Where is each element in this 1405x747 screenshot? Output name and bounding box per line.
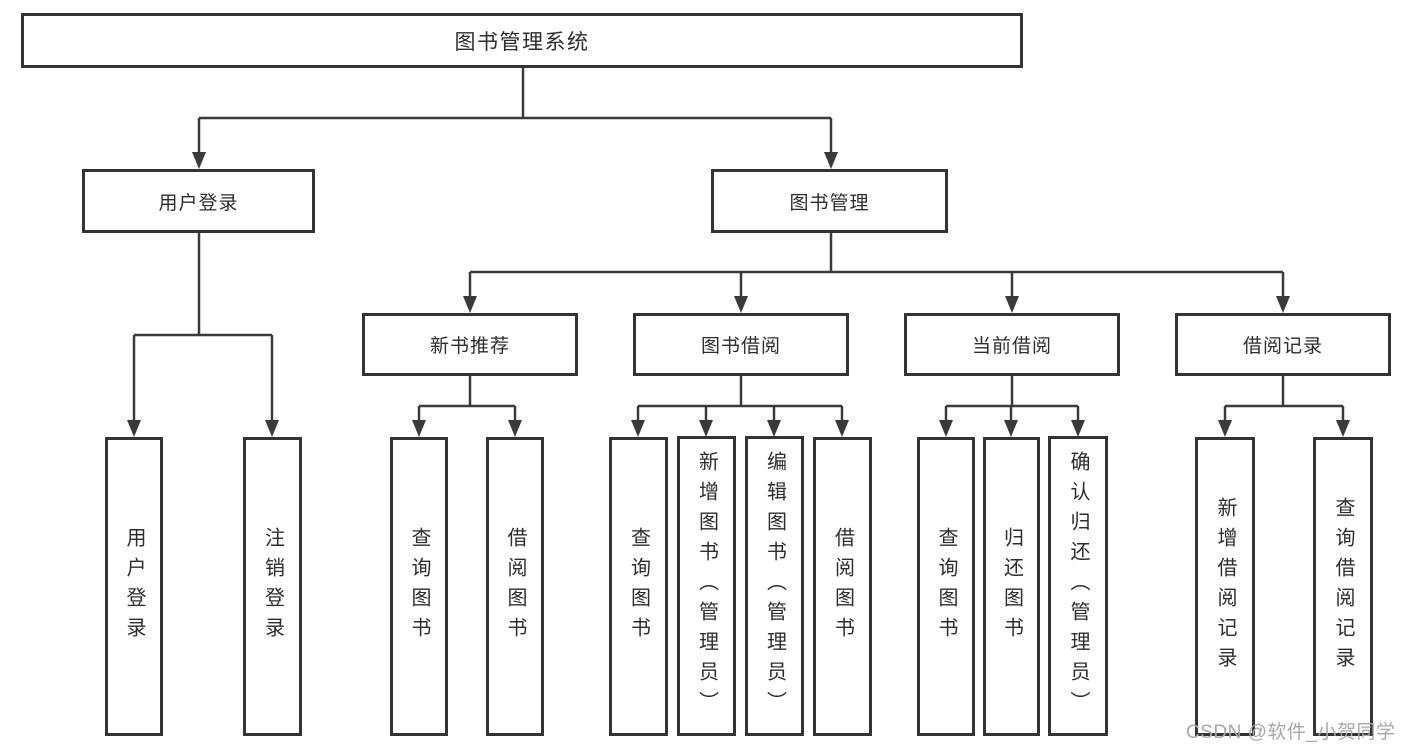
node-leaf-cb-query-books: 查询图书 bbox=[917, 437, 975, 736]
connector-root-to-level2 bbox=[197, 67, 833, 153]
node-user-login: 用户登录 bbox=[82, 169, 315, 233]
node-leaf-bb-query-books-label: 查询图书 bbox=[627, 526, 650, 647]
connector-current-borrow-children bbox=[944, 376, 1080, 422]
node-user-login-label: 用户登录 bbox=[158, 192, 239, 214]
connector-book-mgmt-to-level3 bbox=[468, 233, 1285, 298]
arrowheads-level2 bbox=[192, 152, 838, 169]
node-leaf-bb-edit-books-admin: 编辑图书（管理员） bbox=[745, 436, 804, 736]
node-system-root-label: 图书管理系统 bbox=[454, 30, 590, 54]
node-leaf-br-query-record-label: 查询借阅记录 bbox=[1332, 496, 1354, 677]
node-leaf-nbr-borrow-books-label: 借阅图书 bbox=[504, 526, 526, 647]
node-leaf-br-add-record: 新增借阅记录 bbox=[1195, 437, 1255, 736]
node-leaf-bb-borrow-books: 借阅图书 bbox=[813, 437, 872, 736]
node-new-book-recommend: 新书推荐 bbox=[362, 313, 578, 376]
node-leaf-cb-query-books-label: 查询图书 bbox=[935, 526, 957, 647]
node-leaf-cb-return-books-label: 归还图书 bbox=[1000, 526, 1023, 647]
node-leaf-br-add-record-label: 新增借阅记录 bbox=[1214, 496, 1236, 677]
node-leaf-bb-add-books-admin: 新增图书（管理员） bbox=[677, 436, 736, 736]
node-leaf-bb-add-books-admin-label: 新增图书（管理员） bbox=[695, 451, 718, 721]
node-leaf-cb-return-books: 归还图书 bbox=[983, 437, 1040, 736]
connector-new-book-rec-children bbox=[417, 376, 517, 422]
csdn-watermark: CSDN @软件_小贺同学 bbox=[1186, 722, 1396, 743]
node-current-borrowing-label: 当前借阅 bbox=[971, 336, 1052, 357]
node-leaf-user-login-label: 用户登录 bbox=[123, 526, 145, 647]
node-leaf-cb-confirm-return-admin: 确认归还（管理员） bbox=[1048, 436, 1108, 736]
node-leaf-cb-confirm-return-admin-label: 确认归还（管理员） bbox=[1067, 451, 1089, 721]
connector-book-borrow-children bbox=[636, 376, 844, 422]
node-leaf-nbr-query-books: 查询图书 bbox=[390, 437, 448, 736]
node-book-management-label: 图书管理 bbox=[789, 192, 870, 214]
arrowheads-user-login-children bbox=[127, 420, 279, 437]
node-system-root: 图书管理系统 bbox=[21, 13, 1023, 68]
arrowheads-level3 bbox=[463, 296, 1290, 313]
connector-borrow-records-children bbox=[1223, 376, 1345, 422]
node-new-book-recommend-label: 新书推荐 bbox=[429, 336, 510, 357]
node-leaf-bb-borrow-books-label: 借阅图书 bbox=[831, 526, 854, 647]
node-book-borrowing-label: 图书借阅 bbox=[700, 336, 781, 357]
arrowheads-level4 bbox=[412, 420, 1350, 437]
node-leaf-user-login: 用户登录 bbox=[105, 437, 163, 736]
connector-user-login-children bbox=[132, 233, 274, 422]
node-borrowing-records: 借阅记录 bbox=[1175, 313, 1391, 376]
node-book-borrowing: 图书借阅 bbox=[633, 313, 849, 376]
node-leaf-bb-query-books: 查询图书 bbox=[609, 437, 668, 736]
node-leaf-br-query-record: 查询借阅记录 bbox=[1313, 437, 1373, 736]
node-leaf-nbr-borrow-books: 借阅图书 bbox=[486, 437, 544, 736]
node-book-management: 图书管理 bbox=[711, 169, 948, 233]
node-leaf-logout-label: 注销登录 bbox=[261, 526, 284, 647]
node-borrowing-records-label: 借阅记录 bbox=[1242, 336, 1323, 357]
node-leaf-logout: 注销登录 bbox=[243, 437, 302, 736]
node-leaf-bb-edit-books-admin-label: 编辑图书（管理员） bbox=[763, 451, 786, 721]
node-current-borrowing: 当前借阅 bbox=[904, 313, 1120, 376]
node-leaf-nbr-query-books-label: 查询图书 bbox=[408, 526, 430, 647]
